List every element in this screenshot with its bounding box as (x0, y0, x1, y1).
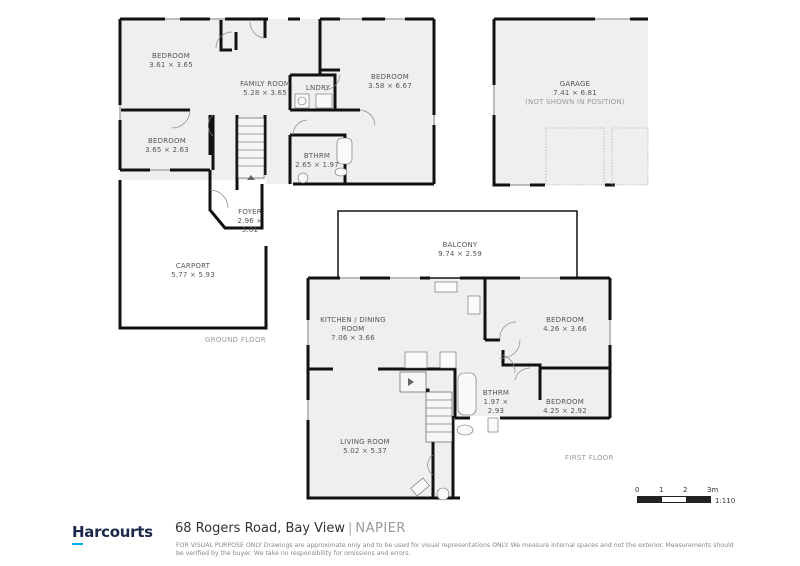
room-name: LIVING ROOM (340, 438, 390, 446)
room-name: CARPORT (175, 262, 211, 270)
room-label-carport: CARPORT 5.77 × 5.93 (158, 262, 228, 280)
room-dims: 5.28 × 3.65 (243, 89, 287, 97)
balcony-outline (337, 210, 578, 279)
windows (119, 18, 630, 420)
room-label-bedroom-1: BEDROOM 3.61 × 3.65 (136, 52, 206, 70)
room-name-2: ROOM (341, 325, 365, 333)
room-name: BTHRM (482, 389, 510, 397)
disclaimer: FOR VISUAL PURPOSE ONLY Drawings are app… (176, 542, 734, 557)
stair-arrow-icon (408, 378, 414, 386)
brand-logo-underline (72, 543, 83, 545)
ground-floor-label: GROUND FLOOR (205, 336, 266, 344)
room-label-foyer: FOYER 2.96 × 3.01 (232, 208, 268, 235)
scale-bar-graphic (637, 496, 711, 503)
room-dims: 4.25 × 2.92 (543, 407, 587, 415)
first-floor-label: FIRST FLOOR (565, 454, 614, 462)
room-name: BALCONY (442, 241, 478, 249)
room-dims-2: 3.01 (241, 226, 259, 234)
room-dims: 7.41 × 6.81 (553, 89, 597, 97)
garage-walls (492, 17, 648, 187)
room-label-garage: GARAGE 7.41 × 6.81 (NOT SHOWN IN POSITIO… (520, 80, 630, 107)
room-label-bedroom-4: BEDROOM 4.26 × 3.66 (530, 316, 600, 334)
ground-floor-walls (118, 17, 436, 330)
room-label-bathroom-first: BTHRM 1.97 × 2.93 (476, 389, 516, 416)
room-dims: 4.26 × 3.66 (543, 325, 587, 333)
room-name: LNDRY (305, 84, 331, 92)
scale-bar: 0 1 2 3m 1:110 (635, 486, 735, 505)
room-label-balcony: BALCONY 9.74 × 2.59 (420, 241, 500, 259)
room-label-bathroom: BTHRM 2.65 × 1.97 (292, 152, 342, 170)
fixtures (294, 93, 499, 501)
room-name: BEDROOM (152, 52, 190, 60)
room-dims: 2.96 × (237, 217, 263, 225)
scale-ratio: 1:110 (715, 497, 736, 505)
stair-arrow-icon (247, 175, 255, 180)
city-text: NAPIER (355, 521, 406, 536)
room-dims: 3.58 × 6.67 (368, 82, 412, 90)
room-dims-2: 2.93 (487, 407, 505, 415)
room-dims: 1.97 × (483, 398, 509, 406)
room-dims: 5.02 × 5.37 (343, 447, 387, 455)
garage-door-lines (545, 127, 649, 186)
door-swings (171, 21, 531, 476)
room-name: GARAGE (559, 80, 591, 88)
room-name: BEDROOM (371, 73, 409, 81)
room-name: FAMILY ROOM (240, 80, 290, 88)
room-label-living-room: LIVING ROOM 5.02 × 5.37 (325, 438, 405, 456)
room-name: FOYER (238, 208, 262, 216)
room-label-laundry: LNDRY (298, 84, 338, 93)
room-label-kitchen-dining: KITCHEN / DINING ROOM 7.06 × 3.66 (313, 316, 393, 343)
room-name: BEDROOM (148, 137, 186, 145)
property-address: 68 Rogers Road, Bay View|NAPIER (175, 521, 406, 536)
room-label-bedroom-5: BEDROOM 4.25 × 2.92 (530, 398, 600, 416)
room-label-family-room: FAMILY ROOM 5.28 × 3.65 (225, 80, 305, 98)
address-text: 68 Rogers Road, Bay View (175, 521, 346, 536)
room-name: BEDROOM (546, 398, 584, 406)
room-name: BTHRM (303, 152, 331, 160)
stairs (237, 117, 453, 443)
ground-floor-fill (120, 19, 434, 328)
brand-logo: Harcourts (72, 523, 153, 541)
room-name: KITCHEN / DINING (320, 316, 386, 324)
room-name: BEDROOM (546, 316, 584, 324)
scale-tick: 3m (707, 486, 719, 494)
address-separator: | (348, 521, 353, 536)
room-dims: 3.61 × 3.65 (149, 61, 193, 69)
room-dims: 7.06 × 3.66 (331, 334, 375, 342)
scale-ticks: 0 1 2 3m (635, 486, 718, 496)
room-note: (NOT SHOWN IN POSITION) (525, 98, 625, 106)
footer: Harcourts 68 Rogers Road, Bay View|NAPIE… (0, 515, 800, 566)
scale-tick: 1 (659, 486, 664, 494)
room-label-bedroom-3: BEDROOM 3.65 × 2.63 (132, 137, 202, 155)
garage-fill (494, 19, 648, 185)
scale-tick: 2 (683, 486, 688, 494)
room-label-bedroom-2: BEDROOM 3.58 × 6.67 (350, 73, 430, 91)
room-dims: 2.65 × 1.97 (295, 161, 339, 169)
floor-plan-drawing (118, 17, 649, 501)
room-dims: 9.74 × 2.59 (438, 250, 482, 258)
scale-tick: 0 (635, 486, 640, 494)
room-dims: 5.77 × 5.93 (171, 271, 215, 279)
room-dims: 3.65 × 2.63 (145, 146, 189, 154)
